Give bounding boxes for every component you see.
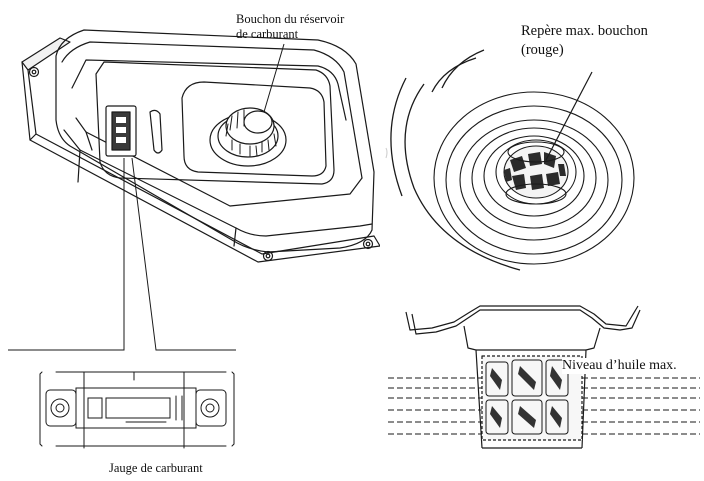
marker-label-line1: Repère max. bouchon: [521, 23, 648, 39]
oil-level-label: Niveau d’huile max.: [562, 358, 677, 375]
gauge-top-view: [36, 370, 276, 450]
fuel-tank-drawing: [0, 0, 380, 270]
cap-label-line2: de carburant: [236, 27, 299, 41]
filler-neck-drawing: [384, 48, 704, 298]
filler-section-drawing: [388, 300, 700, 450]
gauge-label: Jauge de carburant: [109, 461, 203, 475]
marker-label-line2: (rouge): [521, 42, 564, 58]
cap-label-line1: Bouchon du réservoir: [236, 12, 345, 26]
